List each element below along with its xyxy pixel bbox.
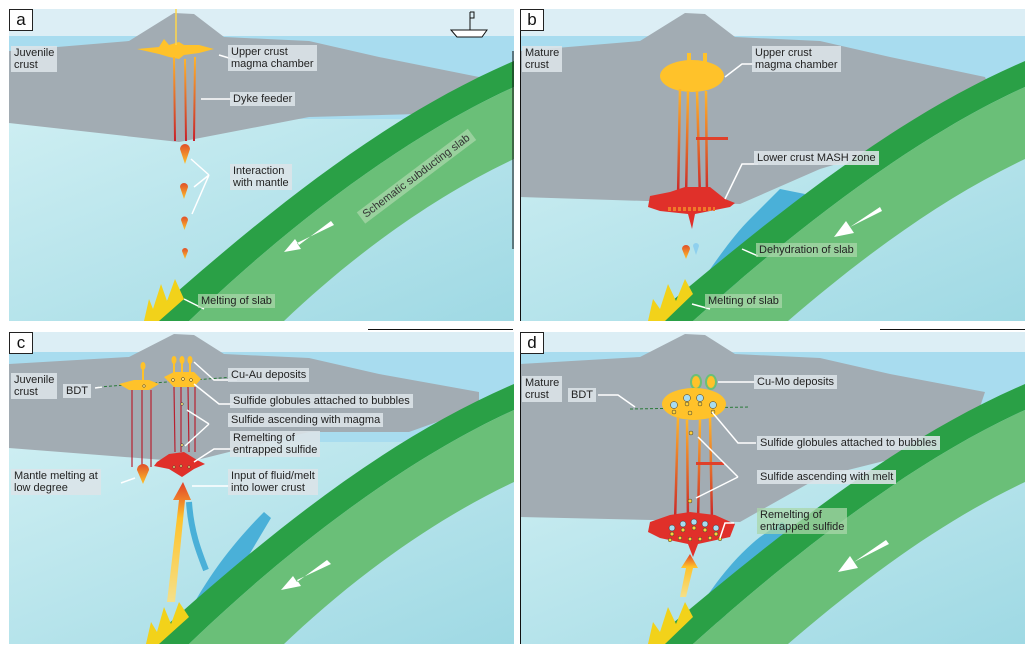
slab-light (189, 87, 514, 321)
magma-chamber-label: Upper crust magma chamber (228, 45, 317, 71)
fluid-input-label: Input of fluid/melt into lower crust (228, 469, 318, 495)
sulfide-blebs (142, 377, 193, 469)
mantle-melting-label: Mantle melting at low degree (11, 469, 101, 495)
rule-top-d (880, 329, 1025, 330)
dyke-feeder (676, 88, 718, 200)
panel-d: d Mature crust BDT Cu-Mo deposits Sulfid… (520, 332, 1025, 644)
melting-of-slab-label: Melting of slab (198, 294, 275, 308)
subduction-arrow-icon (838, 540, 889, 572)
panel-label-b: b (520, 9, 544, 31)
fluid-melt-rise (167, 482, 191, 602)
crust (520, 13, 990, 204)
crust-label: Mature crust (522, 376, 563, 402)
panel-label-d: d (520, 332, 544, 354)
crust-label: Juvenile crust (11, 373, 58, 399)
crust (9, 13, 489, 142)
magma-chamber (662, 388, 726, 420)
bubbles (668, 394, 720, 532)
panel-b: b Mature crust Upper crust magma chamber… (520, 9, 1025, 321)
crust (520, 334, 985, 522)
fluid-melt-rise (680, 554, 698, 597)
slab-melt (146, 602, 189, 644)
bdt-label: BDT (63, 384, 91, 398)
slab-dark (648, 61, 1025, 321)
magma-chamber-label: Upper crust magma chamber (752, 46, 841, 72)
melting-of-slab-label: Melting of slab (705, 294, 782, 308)
cu-mo-deposits (690, 374, 717, 390)
slab-light (693, 410, 1025, 644)
slab-light (693, 87, 1025, 321)
slab-melt (144, 279, 184, 321)
mantle-droplets (180, 144, 190, 259)
slab-dark (146, 384, 514, 644)
panel-c: c Juvenile crust BDT Cu-Au deposits Sulf… (9, 332, 514, 644)
mash-zone-label: Lower crust MASH zone (754, 151, 879, 165)
dyke-feeder (173, 56, 196, 142)
interaction-label: Interaction with mantle (230, 164, 292, 190)
slab-melt (648, 279, 693, 321)
sulfide-globules-label: Sulfide globules attached to bubbles (757, 436, 940, 450)
sulfide-ascending-label: Sulfide ascending with magma (228, 413, 384, 427)
lower-crust-chamber (648, 512, 735, 557)
subduction-arrow-icon (281, 560, 331, 590)
dyke-feeder-label: Dyke feeder (230, 92, 296, 106)
panel-a: a Juvenile crust Upper crust magma chamb… (9, 9, 514, 321)
subduction-arrow-icon (834, 207, 882, 237)
dykes (131, 386, 196, 467)
sulfide-globules-label: Sulfide globules attached to bubbles (230, 394, 413, 408)
slab-light (189, 410, 514, 644)
dyke-feeder (673, 416, 722, 523)
magma-chamber (660, 53, 724, 92)
remelting-label: Remelting of entrapped sulfide (230, 431, 321, 457)
lower-crust-chamber (154, 452, 205, 477)
slab-melt (648, 602, 693, 644)
slab-dark (144, 61, 514, 321)
subduction-arrow-icon (284, 221, 334, 252)
boat-icon (449, 11, 488, 38)
bdt-label: BDT (568, 388, 596, 402)
panel-d-drawing (520, 332, 1025, 644)
cu-au-deposits-label: Cu-Au deposits (228, 368, 310, 382)
panel-label-a: a (9, 9, 33, 31)
magma-chamber (137, 9, 214, 59)
remelting-label: Remelting of entrapped sulfide (757, 508, 848, 534)
crust-label: Juvenile crust (11, 46, 58, 72)
cu-mo-deposits-label: Cu-Mo deposits (754, 375, 838, 389)
sulfide-ascending-label: Sulfide ascending with melt (757, 470, 897, 484)
crust-label: Mature crust (522, 46, 563, 72)
mash-zone (648, 187, 735, 229)
rule-top-c (368, 329, 513, 330)
panel-label-c: c (9, 332, 33, 354)
sulfide-globules (667, 401, 723, 543)
dehydration-label: Dehydration of slab (756, 243, 857, 257)
